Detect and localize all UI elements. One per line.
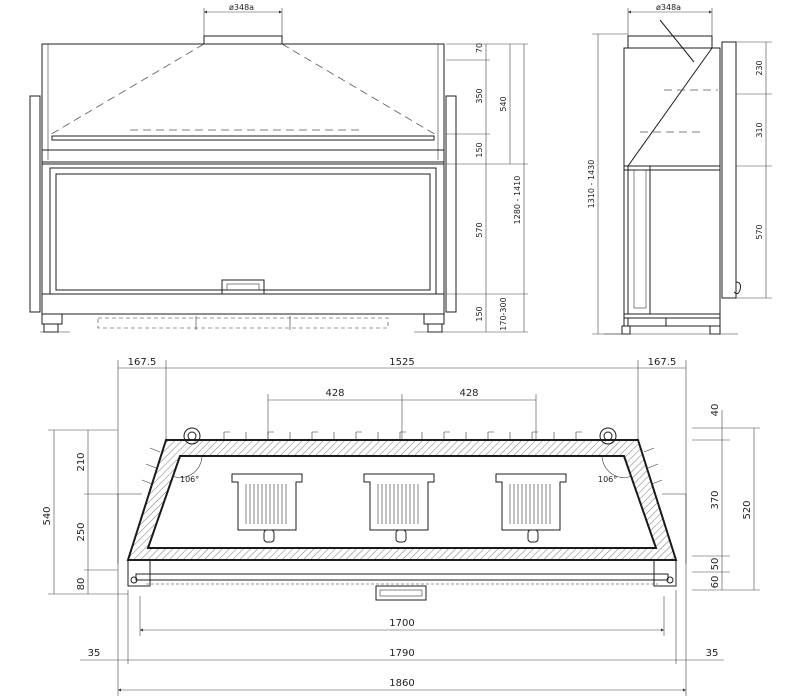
plan-dim-370: 370	[710, 490, 721, 509]
side-view: ø348a 1310 - 1430 230 310	[587, 3, 772, 335]
grate-center	[363, 473, 435, 543]
plan-dim-428-left: 428	[325, 388, 344, 399]
plan-dim-80: 80	[76, 578, 87, 591]
front-dim-150b: 150	[475, 306, 484, 321]
grate-right	[495, 473, 567, 543]
front-dim-total-height: 1280 - 1410	[513, 176, 522, 225]
plan-dim-35-right: 35	[706, 648, 719, 659]
grate-left	[231, 473, 303, 543]
plan-dim-1525: 1525	[389, 357, 414, 368]
plan-dim-520: 520	[742, 500, 753, 519]
plan-dim-1700: 1700	[389, 618, 414, 629]
plan-angle-left: 106°	[180, 475, 199, 484]
side-dim-total-height: 1310 - 1430	[587, 160, 596, 209]
plan-dim-60: 60	[710, 576, 721, 589]
plan-dim-1790: 1790	[389, 648, 414, 659]
plan-view: 167.5 1525 167.5 428 428 106° 106°	[42, 357, 760, 696]
side-dim-230: 230	[755, 60, 764, 75]
front-dim-150: 150	[475, 142, 484, 157]
front-dim-350: 350	[475, 88, 484, 103]
plan-dim-40: 40	[710, 404, 721, 417]
plan-dim-1860: 1860	[389, 678, 414, 689]
plan-dim-540: 540	[42, 506, 53, 525]
plan-dim-250: 250	[76, 522, 87, 541]
front-dim-70: 70	[475, 43, 484, 53]
front-dim-540: 540	[499, 96, 508, 111]
plan-dim-167-5-right: 167.5	[648, 357, 677, 368]
front-dim-570: 570	[475, 222, 484, 237]
front-dim-170-300: 170-300	[499, 297, 508, 330]
side-dim-570: 570	[755, 224, 764, 239]
side-flue-diameter: ø348a	[656, 3, 681, 12]
front-view: ø348a	[29, 3, 528, 333]
plan-dim-35-left: 35	[88, 648, 101, 659]
plan-dim-210: 210	[76, 452, 87, 471]
plan-dim-428-right: 428	[459, 388, 478, 399]
plan-dim-50: 50	[710, 558, 721, 571]
plan-angle-right: 106°	[598, 475, 617, 484]
front-flue-diameter: ø348a	[229, 3, 254, 12]
side-dim-310: 310	[755, 122, 764, 137]
plan-dim-167-5-left: 167.5	[128, 357, 157, 368]
